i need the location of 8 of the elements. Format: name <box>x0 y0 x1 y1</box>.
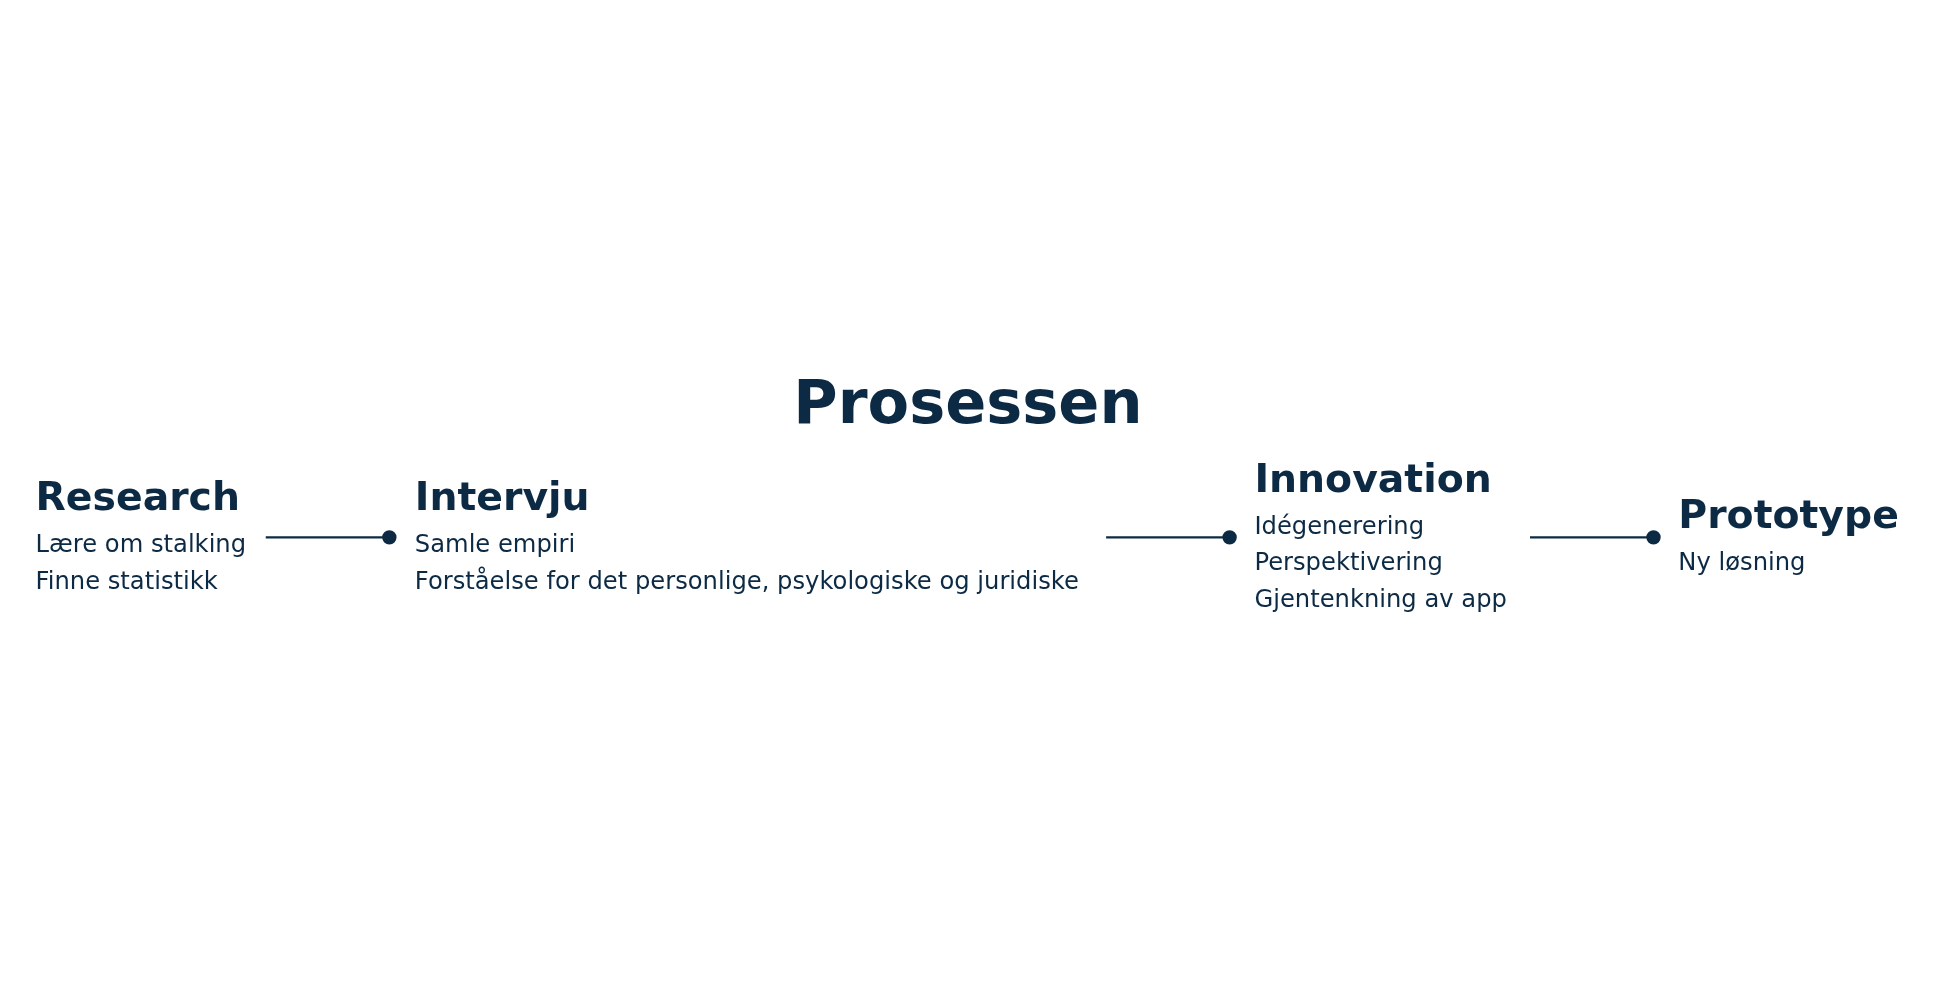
connector <box>1106 530 1237 545</box>
node-text: Innovation Idégenerering Perspektivering Gjentenkning av app <box>1254 454 1507 613</box>
connector <box>1530 530 1661 545</box>
node-text: Intervju Samle empiri Forståelse for det personlige, psykologiske og juridiske <box>414 472 1079 595</box>
diagram-title: Prosessen <box>793 367 1143 438</box>
node-text: Prototype Ny løsning <box>1678 490 1899 577</box>
node-text: Research Lære om stalking Finne statistikk <box>35 472 247 595</box>
connector <box>265 530 397 545</box>
